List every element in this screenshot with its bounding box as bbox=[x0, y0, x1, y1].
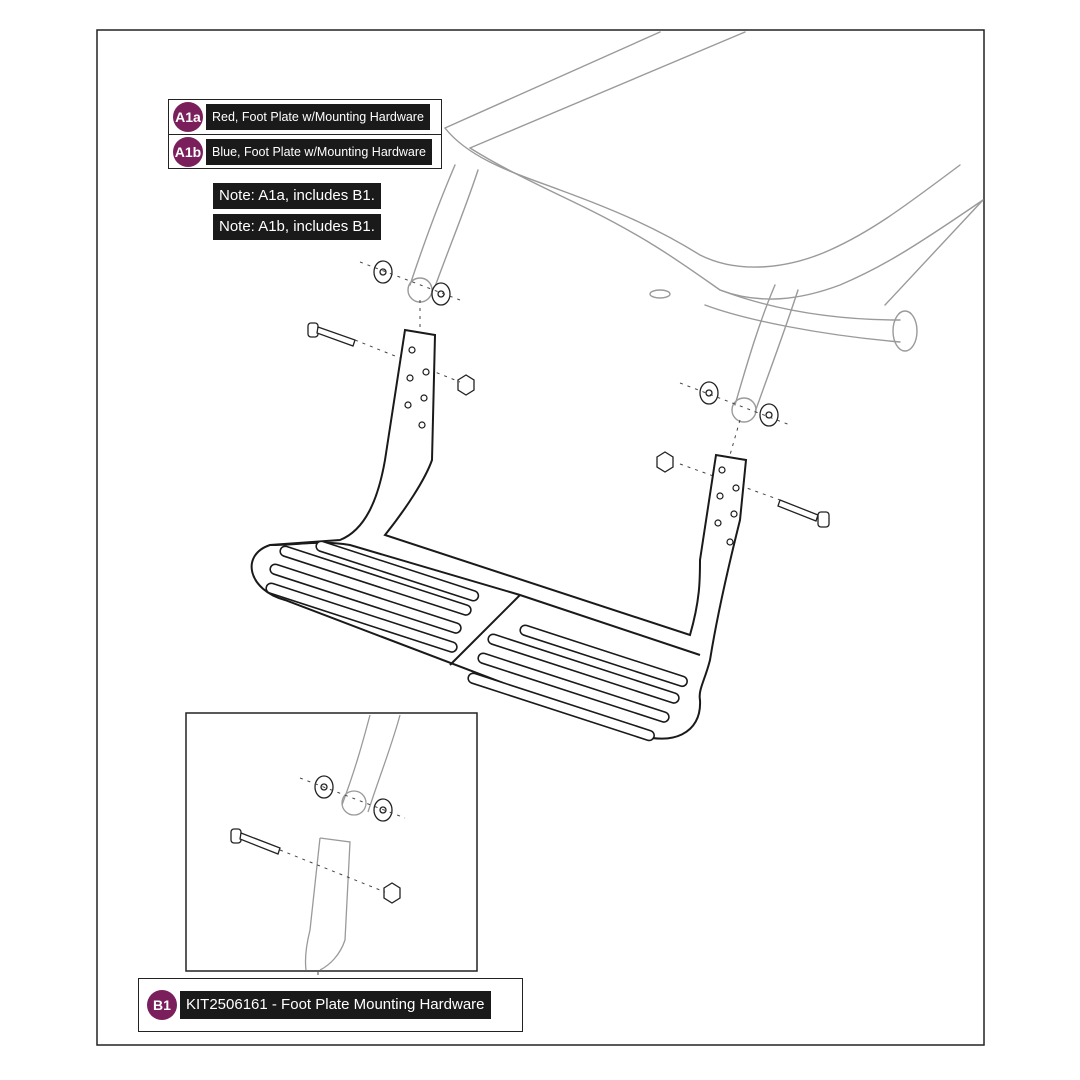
detail-inset bbox=[185, 712, 478, 975]
nut bbox=[457, 374, 475, 396]
part-label: Blue, Foot Plate w/Mounting Hardware bbox=[206, 138, 432, 165]
nut bbox=[656, 451, 674, 473]
note-a1b: Note: A1b, includes B1. bbox=[213, 214, 381, 240]
part-badge: A1b bbox=[173, 136, 203, 167]
part-label: KIT2506161 - Foot Plate Mounting Hardwar… bbox=[180, 991, 491, 1019]
part-badge: A1a bbox=[173, 102, 203, 132]
detail-callout-box: B1 KIT2506161 - Foot Plate Mounting Hard… bbox=[138, 978, 523, 1032]
part-label: Red, Foot Plate w/Mounting Hardware bbox=[206, 104, 430, 130]
tread-slots bbox=[265, 540, 688, 742]
part-row-a1b: A1b Blue, Foot Plate w/Mounting Hardware bbox=[169, 134, 441, 168]
bracket-holes bbox=[404, 346, 740, 546]
diagram-frame bbox=[96, 29, 985, 1046]
bolt bbox=[307, 322, 356, 347]
part-row-a1a: A1a Red, Foot Plate w/Mounting Hardware bbox=[169, 100, 441, 134]
foot-plate bbox=[250, 328, 748, 742]
part-row-b1: B1 KIT2506161 - Foot Plate Mounting Hard… bbox=[139, 979, 522, 1031]
part-callout-box: A1a Red, Foot Plate w/Mounting Hardware … bbox=[168, 99, 442, 169]
part-badge: B1 bbox=[147, 990, 177, 1020]
frame-assembly bbox=[407, 31, 984, 423]
bolt bbox=[777, 499, 830, 528]
note-a1a: Note: A1a, includes B1. bbox=[213, 183, 381, 209]
